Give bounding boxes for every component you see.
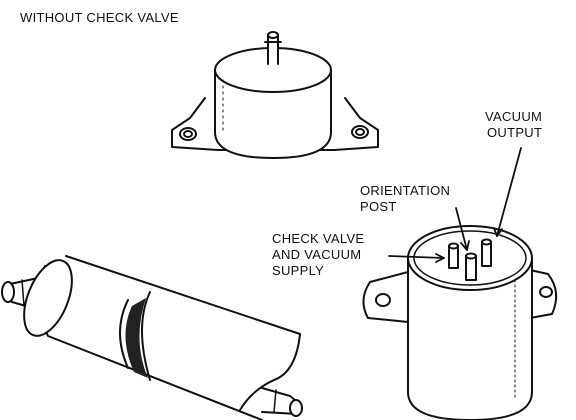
leader-check-valve — [388, 255, 445, 259]
label-without-check-valve: WITHOUT CHECK VALVE — [20, 10, 179, 25]
label-orientation-post: ORIENTATION POST — [360, 183, 450, 215]
mounting-ear-right — [529, 269, 558, 319]
leader-orientation-post-arrow — [460, 240, 470, 251]
flange-hole-right-inner — [355, 128, 365, 136]
mounting-ear-left — [362, 271, 409, 323]
check-canister-top-inner — [413, 230, 527, 286]
orientation-post — [465, 255, 477, 281]
leader-orientation-post — [455, 207, 468, 251]
label-check-valve-line-1: CHECK VALVE — [272, 231, 365, 246]
right-fitting-tip — [289, 399, 303, 417]
supply-post-tip — [448, 242, 459, 250]
inline-reservoir — [1, 255, 303, 420]
ear-hole-right — [539, 286, 553, 298]
right-end-cap — [239, 333, 301, 411]
check-canister-body — [407, 257, 533, 420]
output-post-tip — [481, 238, 492, 246]
band-shading — [125, 298, 148, 378]
flange-hole-left — [179, 127, 197, 141]
supply-post — [448, 245, 459, 269]
label-check-valve-line-2: AND VACUUM — [272, 247, 362, 262]
label-check-valve-line-3: SUPPLY — [272, 263, 325, 278]
label-check-valve-supply: CHECK VALVE AND VACUUM SUPPLY — [272, 231, 364, 279]
leader-check-valve-arrow — [435, 253, 445, 263]
output-post — [481, 241, 492, 267]
label-vacuum-output-line-1: VACUUM — [485, 109, 543, 124]
flange-hole-right — [351, 125, 369, 139]
inline-cylinder-end — [23, 259, 73, 337]
leader-vacuum-output-arrow — [493, 227, 503, 237]
center-band — [119, 291, 151, 381]
label-vacuum-output: VACUUM OUTPUT — [485, 109, 542, 141]
left-fitting-tip — [1, 281, 15, 303]
label-orientation-post-line-2: POST — [360, 199, 397, 214]
label-orientation-post-line-1: ORIENTATION — [360, 183, 451, 198]
vacuum-port — [267, 34, 279, 65]
reservoir-without-check-valve — [171, 31, 379, 159]
reservoir-with-check-valve — [362, 225, 558, 420]
canister-body — [214, 69, 332, 159]
vacuum-port-tip — [267, 31, 279, 39]
flange-hole-left-inner — [183, 130, 193, 138]
ear-hole-left — [375, 293, 391, 307]
orientation-post-tip — [465, 252, 477, 260]
leader-vacuum-output — [496, 147, 522, 237]
label-vacuum-output-line-2: OUTPUT — [487, 125, 543, 140]
leader-lines — [388, 147, 522, 263]
inline-cylinder-body — [37, 255, 301, 420]
